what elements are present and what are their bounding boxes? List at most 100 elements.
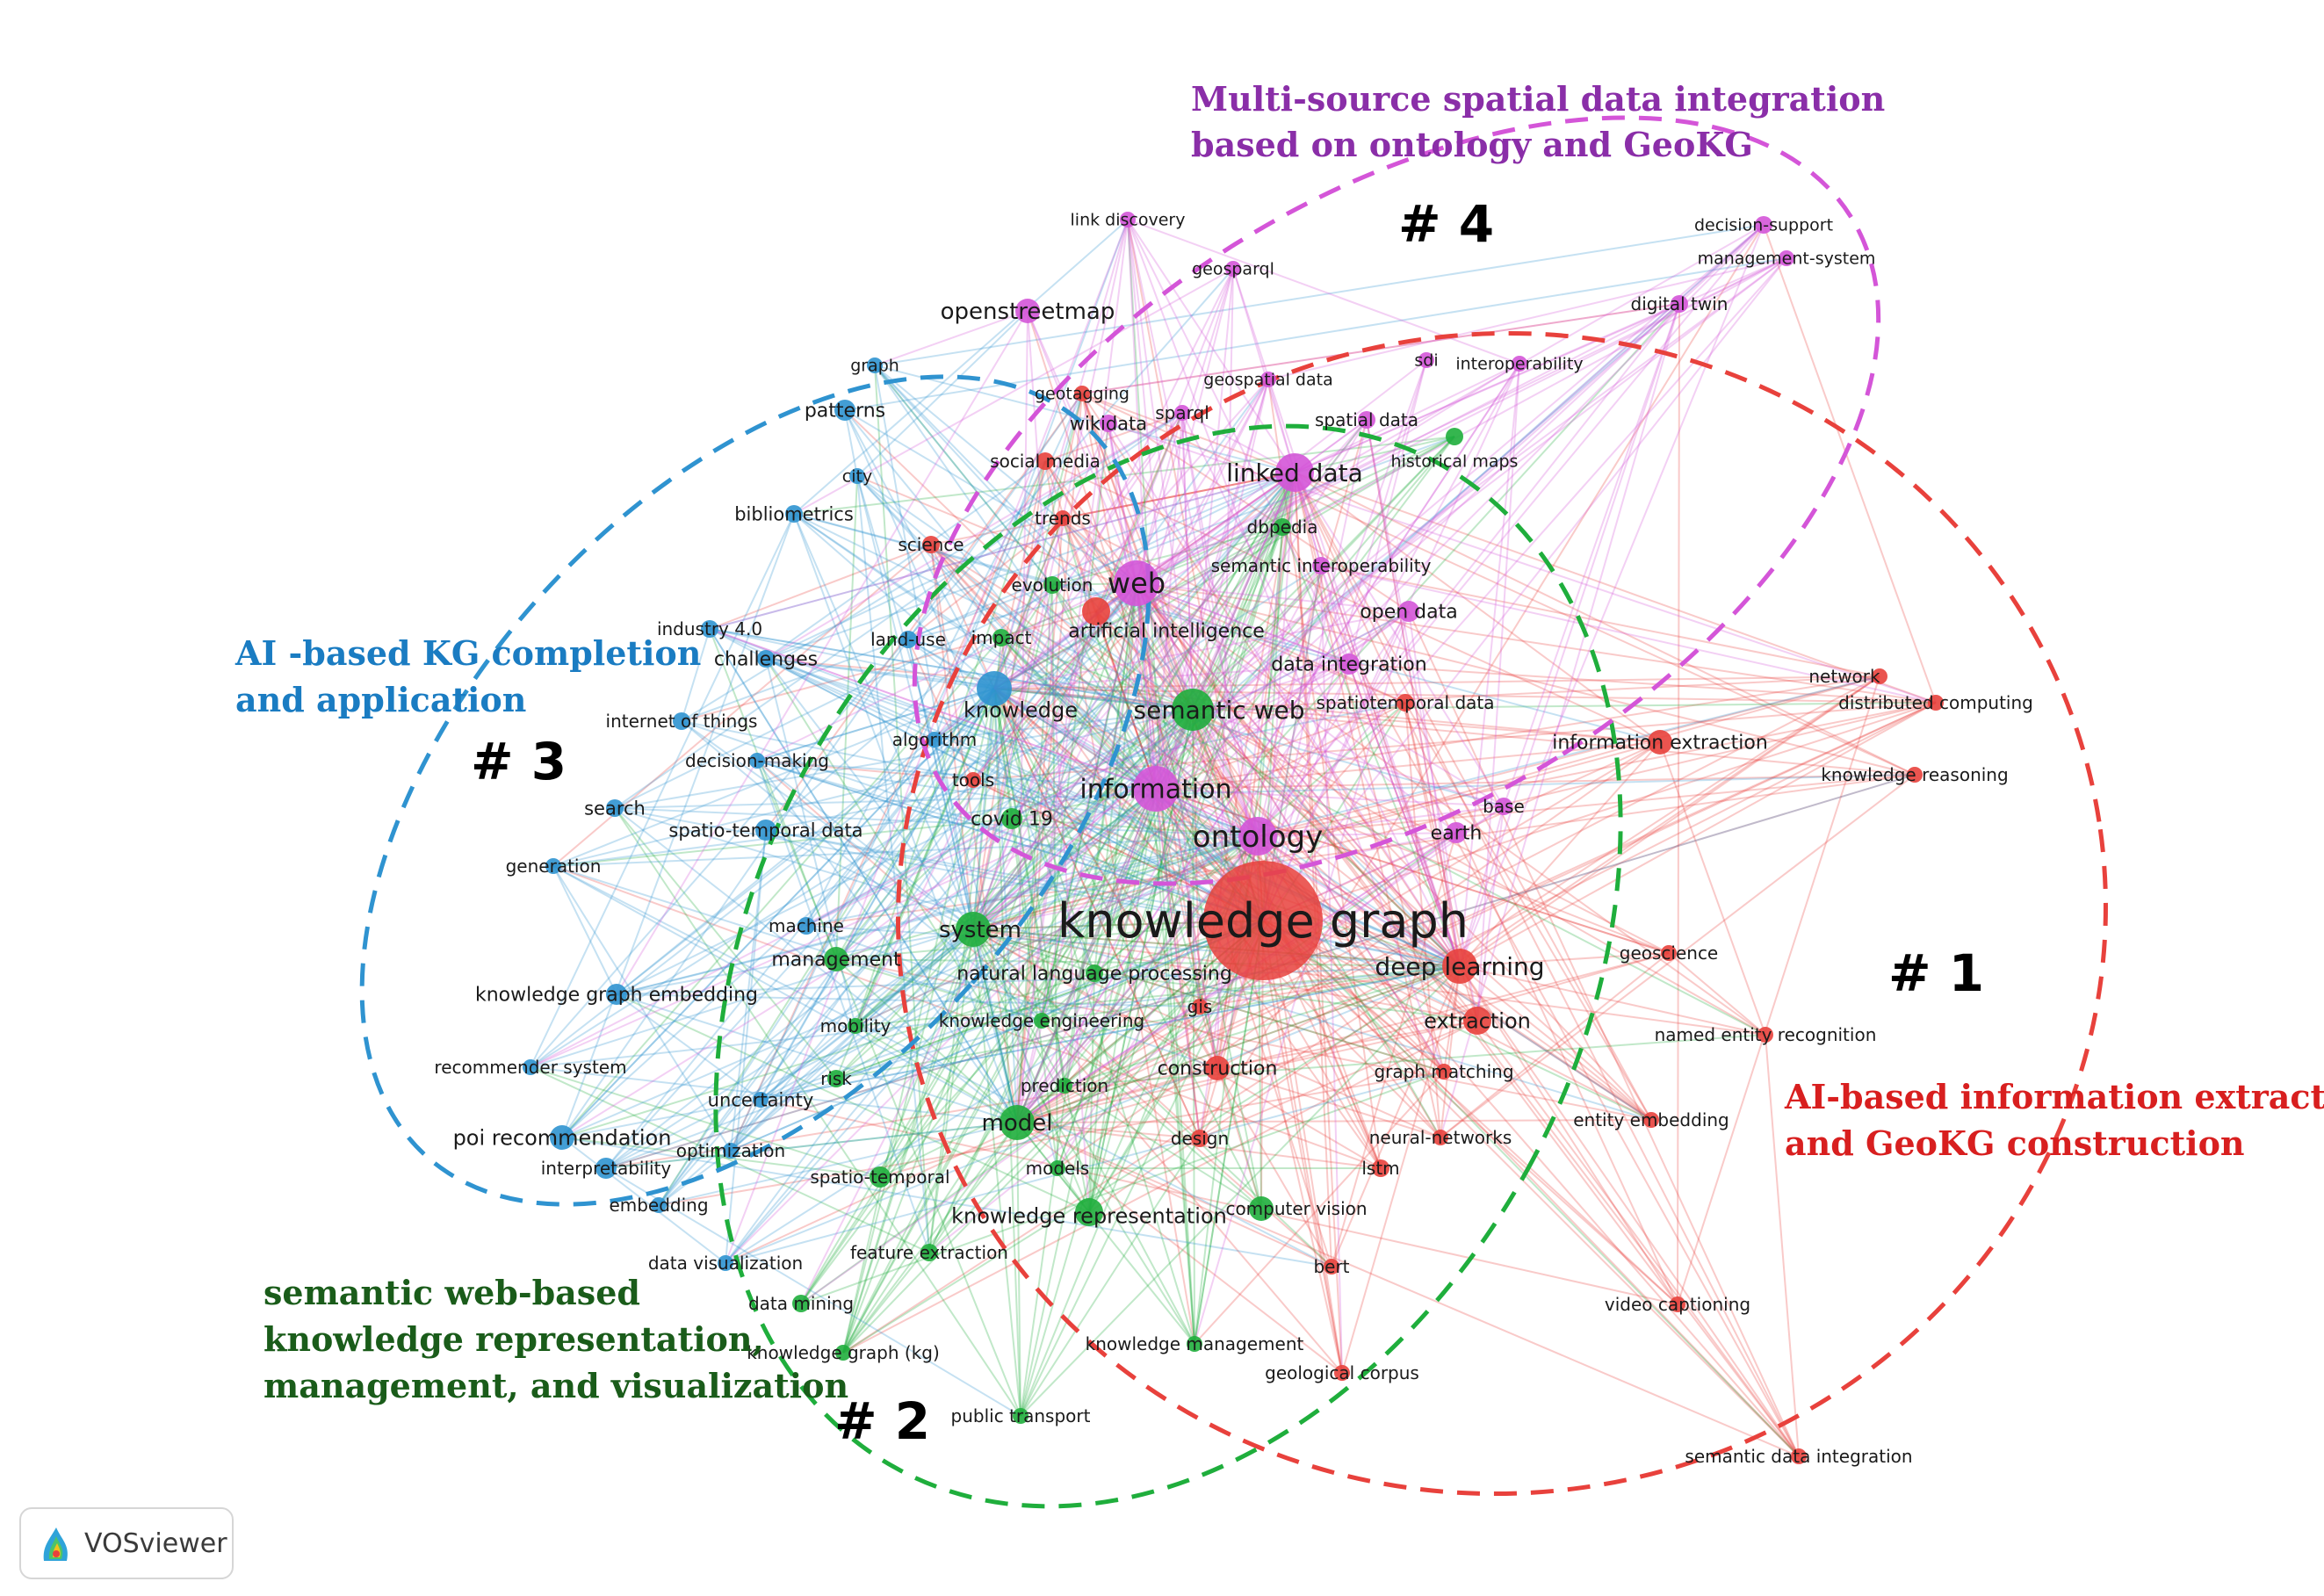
node-data-integration[interactable] (1339, 654, 1360, 675)
node-digital-twin[interactable] (1671, 295, 1688, 313)
node-named-entity-recognition[interactable] (1757, 1027, 1773, 1043)
node-graph-matching[interactable] (1436, 1064, 1452, 1080)
node-semantic-interoperability[interactable] (1312, 557, 1330, 574)
node-wikidata[interactable] (1100, 415, 1117, 432)
node-lstm[interactable] (1372, 1159, 1389, 1177)
node-industry-4-0[interactable] (701, 620, 718, 638)
edge (1041, 422, 1109, 1022)
node-search[interactable] (606, 799, 624, 817)
node-science[interactable] (922, 536, 940, 553)
node-gis[interactable] (1192, 999, 1208, 1015)
node-uncertainty[interactable] (753, 1092, 769, 1108)
node-geoscience[interactable] (1661, 945, 1677, 961)
node-extraction[interactable] (1463, 1007, 1491, 1035)
node-dbpedia[interactable] (1274, 518, 1291, 536)
node-label-knowledge-graph-embedding: knowledge graph embedding (475, 985, 758, 1007)
node-mobility[interactable] (848, 1018, 863, 1034)
node-deep-learning[interactable] (1442, 949, 1477, 984)
node-video-captioning[interactable] (1670, 1296, 1685, 1312)
node-openstreetmap[interactable] (1015, 299, 1040, 323)
node-geological-corpus[interactable] (1334, 1365, 1350, 1381)
node-knowledge-graph[interactable] (1203, 861, 1323, 980)
node-spatio-temporal-data[interactable] (755, 820, 776, 841)
node-bibliometrics[interactable] (785, 505, 803, 523)
node-design[interactable] (1191, 1130, 1209, 1147)
node-ontology[interactable] (1238, 817, 1277, 856)
node-models[interactable] (1050, 1160, 1065, 1176)
node-earth[interactable] (1446, 822, 1467, 843)
node-computer-vision[interactable] (1249, 1196, 1274, 1221)
node-decision-making[interactable] (749, 753, 765, 769)
node-internet-of-things[interactable] (673, 712, 690, 730)
node-decision-support[interactable] (1755, 216, 1772, 234)
node-management[interactable] (824, 947, 848, 971)
node-challenges[interactable] (757, 650, 775, 668)
node-natural-language-processing[interactable] (1086, 964, 1103, 982)
edge (760, 1099, 1678, 1305)
node-semantic-data-integration[interactable] (1791, 1448, 1807, 1464)
node-web[interactable] (1114, 560, 1159, 606)
node-knowledge-graph-embedding[interactable] (606, 984, 627, 1005)
node-generation[interactable] (545, 858, 561, 874)
node-model[interactable] (1000, 1105, 1035, 1140)
node-interpretability[interactable] (595, 1158, 617, 1179)
node-knowledge-representation[interactable] (1075, 1198, 1103, 1226)
node-public-transport[interactable] (1013, 1408, 1028, 1424)
node-spatio-temporal[interactable] (870, 1166, 891, 1188)
node-tools[interactable] (965, 772, 981, 788)
node-knowledge[interactable] (977, 671, 1012, 706)
node-link-discovery[interactable] (1120, 212, 1136, 227)
node-information-extraction[interactable] (1648, 730, 1672, 755)
node-artificial-intelligence[interactable] (1082, 597, 1110, 625)
edge (835, 688, 995, 960)
node-spatiotemporal-data[interactable] (1397, 694, 1414, 711)
node-poi-recommendation[interactable] (550, 1125, 574, 1150)
node-linked-data[interactable] (1275, 453, 1314, 492)
node-risk[interactable] (827, 1070, 845, 1087)
node-recommender-system[interactable] (523, 1059, 538, 1075)
node-neural-networks[interactable] (1433, 1130, 1448, 1145)
node-knowledge-engineering[interactable] (1034, 1013, 1050, 1029)
node-management-system[interactable] (1779, 250, 1794, 266)
node-data-mining[interactable] (792, 1295, 810, 1312)
node-semantic-web[interactable] (1172, 689, 1214, 731)
node-network[interactable] (1872, 668, 1887, 684)
node-entity-embedding[interactable] (1643, 1112, 1659, 1128)
node-embedding[interactable] (651, 1197, 667, 1213)
node-feature-extraction[interactable] (920, 1244, 938, 1261)
node-construction[interactable] (1205, 1056, 1230, 1080)
node-distributed-computing[interactable] (1928, 695, 1944, 711)
node-interoperability[interactable] (1512, 356, 1527, 372)
node-optimization[interactable] (723, 1143, 739, 1159)
node-sdi[interactable] (1418, 352, 1434, 368)
node-knowledge-management[interactable] (1187, 1336, 1202, 1352)
node-city[interactable] (849, 468, 865, 484)
node-knowledge-graph-kg[interactable] (835, 1345, 851, 1361)
node-data-visualization[interactable] (718, 1255, 733, 1271)
node-system[interactable] (956, 912, 991, 947)
node-geotagging[interactable] (1074, 386, 1090, 401)
node-social-media[interactable] (1036, 452, 1054, 470)
node-land-use[interactable] (899, 631, 917, 648)
node-trends[interactable] (1055, 510, 1071, 526)
edge (930, 544, 1264, 921)
node-spatial-data[interactable] (1358, 411, 1375, 429)
node-bert[interactable] (1324, 1259, 1339, 1275)
node-impact[interactable] (992, 629, 1010, 646)
node-information[interactable] (1133, 766, 1179, 812)
node-historical-maps[interactable] (1446, 428, 1463, 445)
node-knowledge-reasoning[interactable] (1907, 767, 1923, 783)
node-prediction[interactable] (1057, 1078, 1072, 1094)
node-covid-19[interactable] (1001, 808, 1022, 829)
node-algorithm[interactable] (927, 732, 942, 747)
node-evolution[interactable] (1043, 576, 1061, 594)
node-geospatial-data[interactable] (1260, 372, 1276, 387)
node-patterns[interactable] (834, 400, 855, 421)
node-machine[interactable] (798, 917, 815, 935)
node-sparql[interactable] (1174, 405, 1190, 421)
edge (835, 958, 1461, 967)
node-open-data[interactable] (1398, 601, 1419, 622)
node-geosparql[interactable] (1225, 261, 1241, 277)
node-graph[interactable] (867, 357, 883, 373)
node-base[interactable] (1495, 798, 1512, 815)
